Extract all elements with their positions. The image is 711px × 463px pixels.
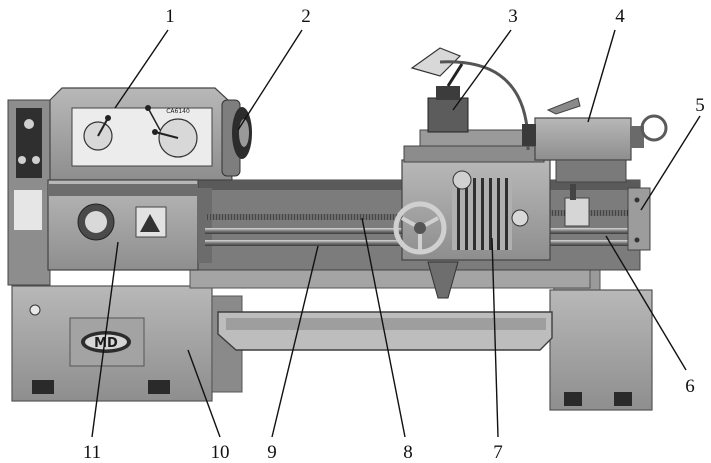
saddle	[403, 129, 545, 190]
tool-post	[427, 63, 469, 133]
lead-screw	[205, 214, 405, 220]
leader-8	[361, 217, 406, 438]
end-bracket	[627, 187, 651, 251]
handwheel	[393, 201, 447, 255]
leader-3	[452, 29, 512, 111]
tailstock	[522, 97, 668, 227]
callout-8: 8	[403, 442, 413, 463]
callout-labels: 1 2 3 4 5 6 7 8 9 10 11	[83, 6, 705, 463]
headstock-pedestal: MD	[11, 285, 243, 402]
callout-2: 2	[301, 6, 311, 27]
callout-11: 11	[83, 442, 101, 463]
leader-11	[91, 241, 119, 438]
headstock: CA6140	[7, 87, 233, 286]
leader-10	[187, 349, 221, 438]
leader-6	[605, 235, 687, 371]
callout-4: 4	[615, 6, 625, 27]
leader-lines	[91, 29, 701, 438]
callout-1: 1	[165, 6, 175, 27]
leader-5	[640, 115, 701, 211]
logo-text: MD	[94, 336, 118, 351]
leader-4	[587, 29, 616, 123]
plate-text: CA6140	[166, 108, 190, 115]
callout-5: 5	[695, 95, 705, 116]
callout-6: 6	[685, 376, 695, 397]
callout-3: 3	[508, 6, 518, 27]
callout-7: 7	[493, 442, 503, 463]
chip-tray	[217, 311, 553, 351]
callout-10: 10	[211, 442, 230, 463]
leader-2	[237, 29, 303, 131]
leader-9	[271, 245, 319, 438]
indicator-lamp	[29, 304, 41, 316]
apron	[393, 159, 551, 299]
electrical-panel	[16, 108, 42, 178]
md-logo: MD	[81, 331, 131, 353]
leader-1	[114, 29, 169, 109]
tail-pedestal	[549, 289, 653, 411]
leader-7	[491, 237, 499, 438]
lathe-illustration: MD CA6140	[7, 47, 668, 411]
spindle-chuck	[221, 99, 252, 177]
callout-9: 9	[267, 442, 277, 463]
